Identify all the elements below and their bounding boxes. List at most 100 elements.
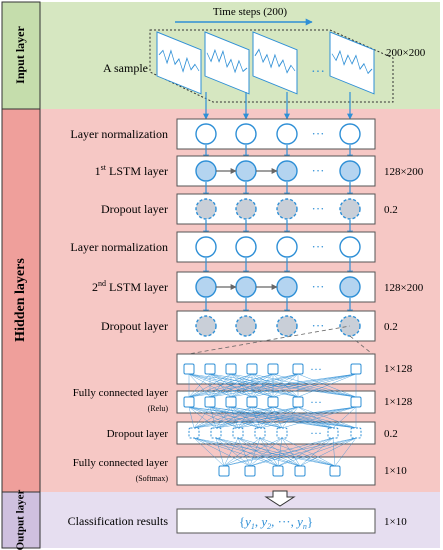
output-label-box xyxy=(1,491,41,549)
dropout-connection xyxy=(332,406,357,429)
set-sep2: , xyxy=(271,514,278,529)
lstm-1-ellipsis: ··· xyxy=(312,163,325,178)
dropout-2-label: Dropout layer xyxy=(101,319,168,333)
dropout-connection xyxy=(188,406,195,429)
dropout-connection xyxy=(281,406,357,429)
classification-value: 1×10 xyxy=(384,516,407,528)
fc2-connection xyxy=(249,437,261,467)
dropout-connection xyxy=(209,406,334,429)
dropout-connection xyxy=(272,406,283,429)
signal-card-2 xyxy=(204,31,250,95)
fc2-node xyxy=(294,465,306,477)
set-sn: n xyxy=(303,522,307,531)
dropout-connection xyxy=(193,406,274,429)
flatten-node xyxy=(204,363,216,375)
fc1-node xyxy=(225,396,237,408)
dropout-connection xyxy=(230,406,334,429)
fc1-value: 1×128 xyxy=(384,396,413,408)
flatten-node-ellipsis: ··· xyxy=(310,362,322,376)
set-y2: y xyxy=(259,514,267,529)
hidden-layers-label: Hidden layers xyxy=(13,258,28,342)
set-s1: 1 xyxy=(251,522,255,531)
fc1-connection xyxy=(209,373,299,398)
fc1-connection xyxy=(188,373,232,398)
fc-dropout-node xyxy=(188,427,200,439)
lstm-2-label-sup: nd xyxy=(98,279,106,288)
dropout-connection xyxy=(237,406,274,429)
fc2-sub: (Softmax) xyxy=(136,474,169,483)
fc2-connection xyxy=(281,437,336,467)
dropout-connection xyxy=(230,406,357,429)
fc2-connection xyxy=(193,437,225,467)
dropout-2-node xyxy=(235,315,257,337)
fc-dropout-node xyxy=(350,427,362,439)
sample-outline xyxy=(149,29,394,103)
dropout-connection xyxy=(215,406,274,429)
layernorm-1-row: Layer normalization··· xyxy=(70,118,376,161)
lstm-1-value: 128×200 xyxy=(384,166,424,178)
dropout-connection xyxy=(297,406,357,429)
fc2-connection xyxy=(259,437,279,467)
fc1-sub: (Relu) xyxy=(148,404,169,413)
signal-card-1 xyxy=(156,31,202,95)
fc-dropout-node xyxy=(276,427,288,439)
fc1-connection xyxy=(188,373,253,398)
flatten-guide-left xyxy=(176,325,351,357)
layernorm-1-node xyxy=(339,123,361,145)
fc2-connection xyxy=(223,437,261,467)
classification-label: Classification results xyxy=(68,514,169,528)
lstm-2-label-num: 2 xyxy=(92,280,98,294)
lstm-1-label: 1st LSTM layer xyxy=(95,163,168,178)
input-label-box xyxy=(1,1,41,110)
dropout-connection xyxy=(259,406,299,429)
fc2-connection xyxy=(277,437,357,467)
layernorm-2-node xyxy=(195,236,217,258)
fc2-connection xyxy=(249,437,283,467)
lstm-1-row: 1st LSTM layer 128×200 ··· xyxy=(95,155,424,199)
lstm-2-label: 2nd LSTM layer xyxy=(92,279,168,294)
fc1-connection xyxy=(188,373,357,398)
fc1-connection xyxy=(209,373,274,398)
fc2-connection xyxy=(223,437,239,467)
layernorm-1-node xyxy=(235,123,257,145)
layernorm-2-label: Layer normalization xyxy=(70,240,168,254)
input-layer-label: Input layer xyxy=(13,25,27,83)
input-dims-label: 200×200 xyxy=(386,47,426,59)
fc1-connection xyxy=(230,373,274,398)
fc1-node xyxy=(292,396,304,408)
dropout-connection xyxy=(188,406,334,429)
class-set: {y1, y2, ···, yn} xyxy=(239,514,313,531)
flatten-value: 1×128 xyxy=(384,363,413,375)
layernorm-1-ellipsis: ··· xyxy=(312,126,325,141)
dropout-2-value: 0.2 xyxy=(384,321,398,333)
fc2-connection xyxy=(193,437,251,467)
layernorm-2-ellipsis: ··· xyxy=(312,239,325,254)
sample-label: A sample xyxy=(103,61,148,75)
fc1-connection xyxy=(251,373,299,398)
lstm-1-node xyxy=(339,160,361,182)
fc-dropout-node xyxy=(210,427,222,439)
fc2-connection xyxy=(215,437,225,467)
set-sep1: , xyxy=(255,514,262,529)
dropout-connection xyxy=(272,406,357,429)
flatten-node xyxy=(267,363,279,375)
flatten-node xyxy=(183,363,195,375)
dropout-connection xyxy=(215,406,357,429)
flatten-node xyxy=(225,363,237,375)
dropout-1-node xyxy=(339,198,361,220)
lstm-1-label-sup: st xyxy=(101,163,107,172)
lstm-1-label-num: 1 xyxy=(95,164,101,178)
fc-dropout-node-ellipsis: ··· xyxy=(310,426,322,440)
fc2-connection xyxy=(223,437,334,467)
set-s2: 2 xyxy=(267,522,271,531)
fc1-node xyxy=(246,396,258,408)
dropout-2-node xyxy=(276,315,298,337)
fc2-connection xyxy=(277,437,283,467)
dropout-1-ellipsis: ··· xyxy=(312,201,325,216)
fc1-node xyxy=(267,396,279,408)
fc2-connection xyxy=(237,437,279,467)
dropout-connection xyxy=(193,406,357,429)
fc1-node-ellipsis: ··· xyxy=(310,395,322,409)
